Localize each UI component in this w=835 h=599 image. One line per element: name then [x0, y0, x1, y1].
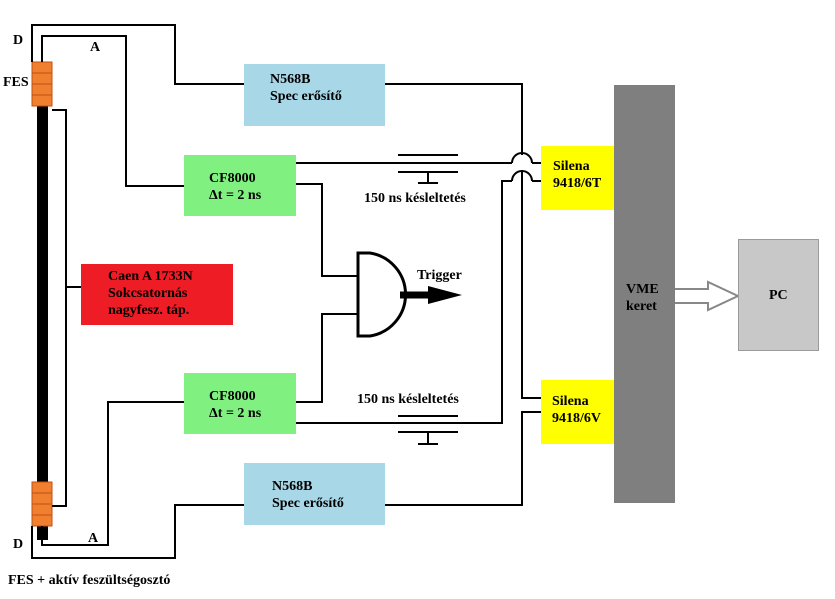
label-fes: FES	[3, 75, 29, 90]
label-caption: FES + aktív feszültségosztó	[8, 573, 171, 588]
n568b-bottom-title: N568B	[272, 479, 313, 494]
silena-6v-box: Silena 9418/6V	[541, 380, 614, 444]
n568b-bottom-subtitle: Spec erősítő	[272, 496, 344, 511]
caen-subtitle: Sokcsatornás	[108, 286, 188, 301]
label-delay-bottom: 150 ns késleltetés	[357, 392, 459, 407]
delay-symbols	[398, 154, 458, 445]
vme-title: VME	[626, 282, 659, 297]
trigger-arrow-head	[428, 286, 462, 304]
label-a-top: A	[90, 40, 101, 55]
vme-pc-arrow	[673, 280, 741, 312]
silena-6v-title: Silena	[552, 394, 589, 409]
caen-title: Caen A 1733N	[108, 269, 193, 284]
connections	[31, 24, 541, 559]
label-trigger: Trigger	[417, 268, 462, 283]
and-gate	[356, 251, 407, 338]
label-a-bottom: A	[88, 531, 99, 546]
cf8000-bottom-subtitle: Δt = 2 ns	[209, 406, 262, 421]
n568b-bottom-box: N568B Spec erősítő	[244, 463, 385, 525]
fes-connector-stripes	[32, 72, 52, 516]
pc-box: PC	[738, 239, 819, 351]
label-d-top: D	[13, 33, 24, 48]
silena-6t-box: Silena 9418/6T	[541, 146, 614, 210]
silena-6t-subtitle: 9418/6T	[553, 176, 602, 191]
pc-title: PC	[769, 288, 788, 303]
fes-bar	[37, 62, 48, 540]
cf8000-top-box: CF8000 Δt = 2 ns	[184, 155, 296, 216]
caen-box: Caen A 1733N Sokcsatornás nagyfesz. táp.	[81, 264, 233, 325]
vme-subtitle: keret	[626, 299, 657, 314]
silena-6t-title: Silena	[553, 159, 590, 174]
vme-crate: VME keret	[614, 85, 675, 503]
silena-6v-subtitle: 9418/6V	[552, 411, 601, 426]
cf8000-bottom-title: CF8000	[209, 389, 256, 404]
cf8000-top-title: CF8000	[209, 171, 256, 186]
label-d-bottom: D	[13, 537, 24, 552]
caen-subtitle-2: nagyfesz. táp.	[108, 303, 190, 318]
n568b-top-title: N568B	[270, 72, 311, 87]
label-delay-top: 150 ns késleltetés	[364, 191, 466, 206]
cf8000-bottom-box: CF8000 Δt = 2 ns	[184, 373, 296, 434]
cf8000-top-subtitle: Δt = 2 ns	[209, 188, 262, 203]
n568b-top-box: N568B Spec erősítő	[244, 64, 385, 126]
n568b-top-subtitle: Spec erősítő	[270, 89, 342, 104]
